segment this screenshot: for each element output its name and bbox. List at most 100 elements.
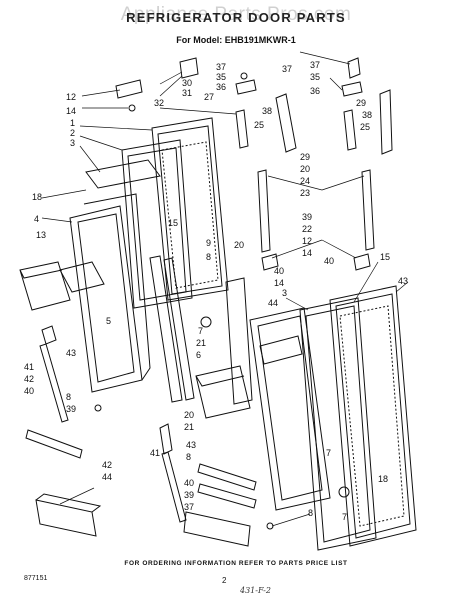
- callout-42: 44: [102, 472, 112, 482]
- hinge-cover-28: [179, 57, 199, 79]
- cap-7-bottom: [338, 486, 350, 498]
- left-strip-21: [163, 257, 195, 401]
- bracket-37-right: [197, 463, 257, 491]
- bracket-38-right: [197, 483, 257, 509]
- callout-36-mid: 37: [184, 502, 194, 512]
- callout-29: 31: [182, 88, 192, 98]
- callout-37-mid: 40: [184, 478, 194, 488]
- handwritten-mark: 431-F-2: [240, 586, 271, 595]
- top-hinge-parts: [115, 57, 363, 112]
- callout-43: 43: [398, 276, 408, 286]
- right-door-outer-panel: [329, 285, 417, 547]
- callout-18-right: 18: [378, 474, 388, 484]
- callout-20-top: 20: [234, 240, 244, 250]
- clip-22-right: [353, 253, 371, 271]
- right-door-liner: [249, 307, 331, 511]
- callout-33-right: 40: [324, 256, 334, 266]
- trim-27-right: [379, 89, 393, 155]
- callout-14-right: 14: [302, 248, 312, 258]
- callout-14: 14: [66, 106, 76, 116]
- callout-33-left: 40: [274, 266, 284, 276]
- document-number: 877151: [24, 575, 48, 582]
- callout-31-left: 35: [216, 72, 226, 82]
- callout-39-left: 41: [24, 362, 34, 372]
- callout-11: 9: [206, 238, 211, 248]
- callout-20-mid: 20: [300, 164, 310, 174]
- trim-30: [235, 109, 249, 149]
- callout-41-left: 43: [66, 348, 76, 358]
- left-hinge-39: [41, 325, 57, 345]
- callout-24: 24: [300, 176, 310, 186]
- trim-24-left: [257, 169, 271, 253]
- callout-35-right: 38: [362, 110, 372, 120]
- callout-40-mid: 42: [102, 460, 112, 470]
- callout-3: 3: [70, 138, 75, 148]
- diagram-title: REFRIGERATOR DOOR PARTS: [126, 10, 346, 25]
- left-strip-20: [149, 255, 183, 403]
- left-rail-40: [39, 343, 69, 423]
- trim-30-right: [343, 109, 357, 151]
- left-tray-5: [59, 261, 105, 293]
- callout-9-left: 8: [66, 392, 71, 402]
- left-handle-20: [225, 277, 253, 405]
- model-line: For Model: EHB191MKWR-1: [176, 35, 296, 45]
- callout-32-left: 36: [216, 82, 226, 92]
- callout-7-mid: 7: [198, 326, 203, 336]
- callout-9-right: 8: [308, 508, 313, 518]
- callout-35-left: 38: [262, 106, 272, 116]
- left-door-liner-edge: [83, 193, 151, 381]
- callout-31-right: 35: [310, 72, 320, 82]
- bottom-bin-42: [35, 493, 102, 537]
- callout-28: 30: [182, 78, 192, 88]
- callout-5: 5: [106, 316, 111, 326]
- left-door-outer-panel: [151, 117, 229, 301]
- trim-24-right: [361, 169, 375, 251]
- screw-31: [240, 72, 248, 80]
- callout-39-mid: 41: [150, 448, 160, 458]
- right-door-assembly: [94, 253, 417, 551]
- left-door-insulation: [161, 141, 219, 289]
- callout-3-right: 3: [282, 288, 287, 298]
- callout-12: 12: [66, 92, 76, 102]
- callout-21-bottom: 21: [184, 422, 194, 432]
- right-door-shelf: [259, 335, 303, 365]
- trim-27-left: [275, 93, 297, 153]
- page-number: 2: [222, 576, 227, 585]
- hinge-32: [235, 79, 257, 95]
- callout-7-right: 7: [342, 512, 347, 522]
- callout-26: 27: [204, 92, 214, 102]
- cap-7: [200, 316, 212, 328]
- callout-labels: 30 37 35 36 31 27 32 12 14 1 2 3 18 4 13…: [24, 60, 408, 522]
- left-door-shelf-top: [85, 159, 161, 189]
- callout-38-mid: 39: [184, 490, 194, 500]
- watermark: Appliance Parts Pros.com: [120, 4, 352, 25]
- callout-22: 22: [302, 224, 312, 234]
- callout-6: 6: [196, 350, 201, 360]
- callout-44: 44: [268, 298, 278, 308]
- top-left-hinge-12: [115, 79, 143, 99]
- right-bin-6: [195, 365, 251, 419]
- callout-15-left: 15: [168, 218, 178, 228]
- left-door-gasket: [121, 139, 193, 309]
- screw-14: [128, 104, 136, 112]
- callout-20-bottom: 20: [184, 410, 194, 420]
- callout-37-left: 40: [24, 386, 34, 396]
- callout-36-right: 37: [282, 64, 292, 74]
- rail-40-right: [161, 451, 187, 523]
- callout-36-left: 37: [216, 62, 226, 72]
- screw-9-left: [94, 404, 102, 412]
- callout-36-right-b: 37: [310, 60, 320, 70]
- left-bin-13: [19, 261, 71, 311]
- callout-21-mid: 21: [196, 338, 206, 348]
- hinge-bracket-41: [159, 423, 173, 455]
- callout-25-right: 25: [360, 122, 370, 132]
- callout-27-mid: 29: [300, 152, 310, 162]
- callout-2: 2: [70, 128, 75, 138]
- ordering-note: FOR ORDERING INFORMATION REFER TO PARTS …: [124, 560, 348, 567]
- callout-18-left: 18: [32, 192, 42, 202]
- left-door-assembly: [19, 117, 253, 547]
- right-hinge-32: [341, 81, 363, 97]
- callout-30: 32: [154, 98, 164, 108]
- callout-1: 1: [70, 118, 75, 128]
